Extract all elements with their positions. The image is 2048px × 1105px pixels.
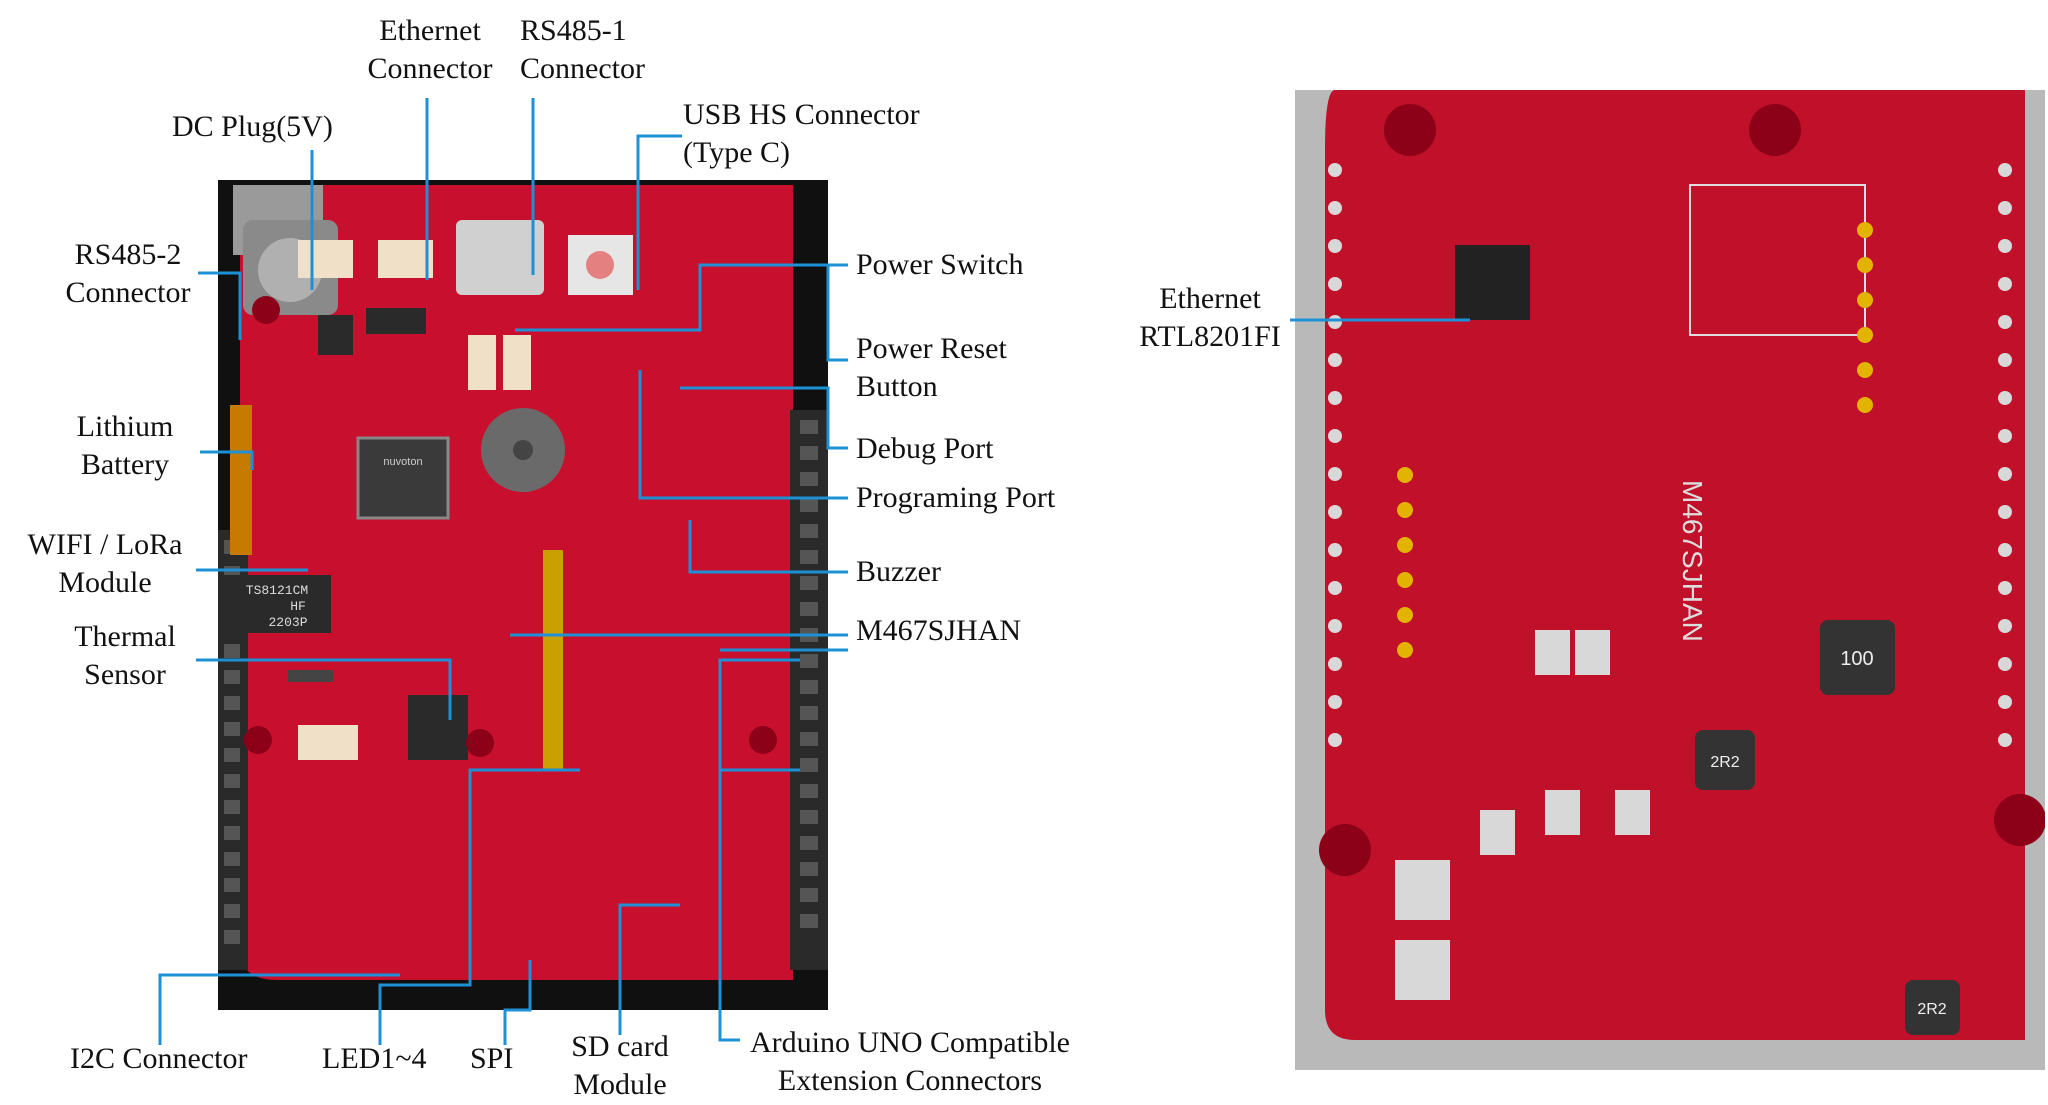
sd-card-header bbox=[543, 550, 563, 770]
rs485-transceiver-chip: TS8121CM HF 2203P bbox=[223, 575, 331, 633]
label-spi: SPI bbox=[470, 1042, 514, 1075]
label-ethernet-rtl8201fi: Ethernet RTL8201FI bbox=[1115, 280, 1305, 356]
label-wifi-lora-module: WIFI / LoRa Module bbox=[10, 526, 200, 602]
i2c-connector-part bbox=[298, 725, 358, 760]
label-usb-hs-line2: (Type C) bbox=[683, 136, 791, 169]
label-power-reset-line1: Power Reset bbox=[856, 332, 1007, 365]
label-dc-plug: DC Plug(5V) bbox=[172, 110, 333, 143]
label-lithium-battery: Lithium Battery bbox=[40, 408, 210, 484]
label-thermal-line1: Thermal bbox=[74, 620, 176, 653]
label-power-switch: Power Switch bbox=[856, 248, 1024, 281]
label-usb-hs-line1: USB HS Connector bbox=[683, 98, 920, 131]
label-m467sjhan: M467SJHAN bbox=[856, 614, 1022, 647]
label-lithium-line1: Lithium bbox=[76, 410, 174, 443]
label-ethernet-connector-line2: Connector bbox=[367, 52, 493, 85]
label-thermal-sensor: Thermal Sensor bbox=[40, 618, 210, 694]
label-wifi-lora-line2: Module bbox=[58, 566, 152, 599]
spi-header bbox=[408, 695, 468, 760]
rtl8201fi-chip bbox=[1455, 245, 1530, 320]
debug-port-part bbox=[468, 335, 496, 390]
rs485-chip-line3: 2203P bbox=[268, 615, 307, 630]
label-ethernet-connector: Ethernet Connector bbox=[330, 12, 530, 88]
label-rs485-1-connector: RS485-1 Connector bbox=[520, 12, 645, 88]
wifi-lora-header bbox=[230, 405, 252, 555]
inductor-3-marking: 2R2 bbox=[1917, 1001, 1946, 1018]
inductor-2-marking: 2R2 bbox=[1710, 754, 1739, 771]
label-sd-card-module: SD card Module bbox=[545, 1028, 695, 1104]
label-rtl8201fi-line1: Ethernet bbox=[1159, 282, 1261, 315]
label-sd-card-line1: SD card bbox=[571, 1030, 669, 1063]
label-thermal-line2: Sensor bbox=[84, 658, 166, 691]
label-rs485-1-line2: Connector bbox=[520, 52, 645, 85]
label-rs485-2-connector: RS485-2 Connector bbox=[38, 236, 218, 312]
label-rs485-2-line1: RS485-2 bbox=[74, 238, 182, 271]
label-usb-hs-connector: USB HS Connector (Type C) bbox=[683, 96, 920, 172]
label-rs485-2-line2: Connector bbox=[65, 276, 191, 309]
back-board-photo: M467SJHAN 100 2R2 2R2 bbox=[1295, 90, 2045, 1070]
label-arduino-line2: Extension Connectors bbox=[777, 1064, 1043, 1097]
rs485-chip-line1: TS8121CM bbox=[246, 583, 308, 598]
label-arduino-uno-connectors: Arduino UNO Compatible Extension Connect… bbox=[735, 1024, 1085, 1100]
label-debug-port: Debug Port bbox=[856, 432, 994, 465]
label-ethernet-connector-line1: Ethernet bbox=[379, 14, 481, 47]
label-lithium-line2: Battery bbox=[80, 448, 170, 481]
ethernet-connector-part bbox=[298, 240, 353, 278]
rs485-1-connector-part bbox=[378, 240, 433, 278]
label-rs485-1-line1: RS485-1 bbox=[520, 14, 627, 47]
programming-port-part bbox=[503, 335, 531, 390]
mcu-chip: nuvoton bbox=[356, 436, 450, 520]
usb-c-connector-part bbox=[456, 220, 544, 295]
label-arduino-line1: Arduino UNO Compatible bbox=[750, 1026, 1070, 1059]
power-switch-part bbox=[366, 308, 426, 334]
label-i2c-connector: I2C Connector bbox=[70, 1042, 248, 1075]
inductor-1-marking: 100 bbox=[1840, 648, 1873, 670]
label-programing-port: Programing Port bbox=[856, 481, 1056, 514]
label-power-reset-button: Power Reset Button bbox=[856, 330, 1007, 406]
rs485-chip-line2: HF bbox=[290, 599, 306, 614]
label-wifi-lora-line1: WIFI / LoRa bbox=[27, 528, 183, 561]
label-buzzer: Buzzer bbox=[856, 555, 941, 588]
mcu-brand-marking: nuvoton bbox=[383, 456, 422, 468]
back-mcu-silkscreen: M467SJHAN bbox=[1677, 480, 1708, 642]
front-board-photo: nuvoton TS8121CM HF 2203P bbox=[218, 180, 828, 1010]
label-sd-card-line2: Module bbox=[573, 1068, 667, 1101]
right-header-pins bbox=[790, 410, 828, 970]
label-rtl8201fi-line2: RTL8201FI bbox=[1139, 320, 1281, 353]
label-power-reset-line2: Button bbox=[856, 370, 938, 403]
label-led1-4: LED1~4 bbox=[322, 1042, 427, 1075]
